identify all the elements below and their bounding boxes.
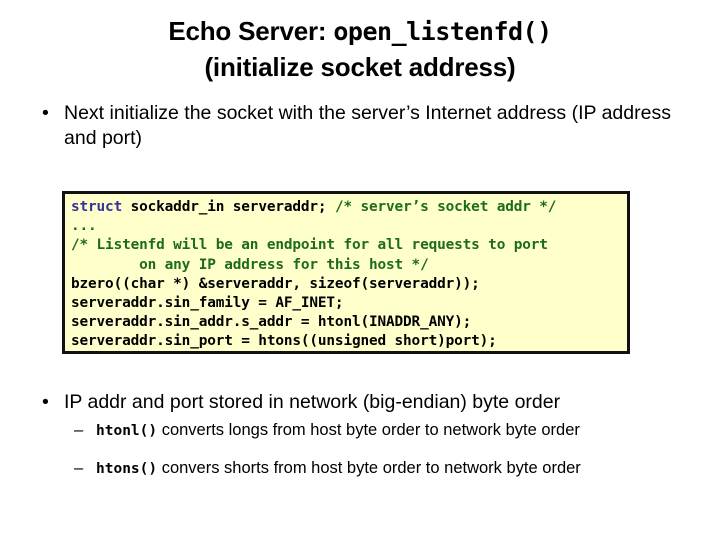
bullet-text: IP addr and port stored in network (big-… (64, 391, 561, 413)
slide-title-function-name: open_listenfd() (333, 17, 552, 46)
bullet-marker-icon: • (42, 391, 49, 413)
code-token-comment: ... (71, 218, 97, 235)
slide-title-line2: (initialize socket address) (204, 52, 516, 83)
sub-bullet-code: htons() (96, 460, 158, 477)
slide-title-prefix: Echo Server: (168, 16, 334, 46)
code-block: struct sockaddr_in serveraddr; /* server… (62, 191, 630, 354)
code-token-plain: serveraddr.sin_family = AF_INET; (71, 295, 344, 312)
sub-bullet-text: converts longs from host byte order to n… (157, 421, 580, 440)
code-token-comment: /* server’s socket addr */ (334, 199, 557, 215)
bullet-marker-icon: • (42, 101, 49, 124)
dash-marker-icon: – (74, 421, 84, 440)
bullet-item: • IP addr and port stored in network (bi… (32, 390, 714, 415)
code-token-comment: on any IP address for this host */ (71, 256, 429, 273)
code-token-plain: serveraddr.sin_port = htons((unsigned sh… (71, 333, 497, 350)
slide-title-line1: Echo Server: open_listenfd() (168, 16, 552, 46)
sub-bullet-text: convers shorts from host byte order to n… (157, 458, 581, 477)
sub-bullet-item: – htonl() converts longs from host byte … (70, 420, 720, 441)
code-token-comment: /* Listenfd will be an endpoint for all … (71, 237, 548, 254)
code-token-plain: sockaddr_in serveraddr; (122, 199, 335, 215)
slide-title: Echo Server: open_listenfd() (initialize… (0, 0, 720, 85)
sub-bullet-item: – htons() convers shorts from host byte … (70, 458, 720, 479)
bullet-text: Next initialize the socket with the serv… (64, 101, 671, 149)
bullet-item: • Next initialize the socket with the se… (32, 101, 694, 152)
code-token-plain: bzero((char *) &serveraddr, sizeof(serve… (71, 275, 480, 292)
sub-bullet-code: htonl() (96, 423, 158, 440)
dash-marker-icon: – (74, 458, 84, 477)
code-token-kw: struct (71, 199, 123, 215)
code-token-plain: serveraddr.sin_addr.s_addr = htonl(INADD… (71, 314, 472, 331)
code-block-content: struct sockaddr_in serveraddr; /* server… (71, 198, 627, 351)
bottom-section: • IP addr and port stored in network (bi… (0, 390, 720, 496)
